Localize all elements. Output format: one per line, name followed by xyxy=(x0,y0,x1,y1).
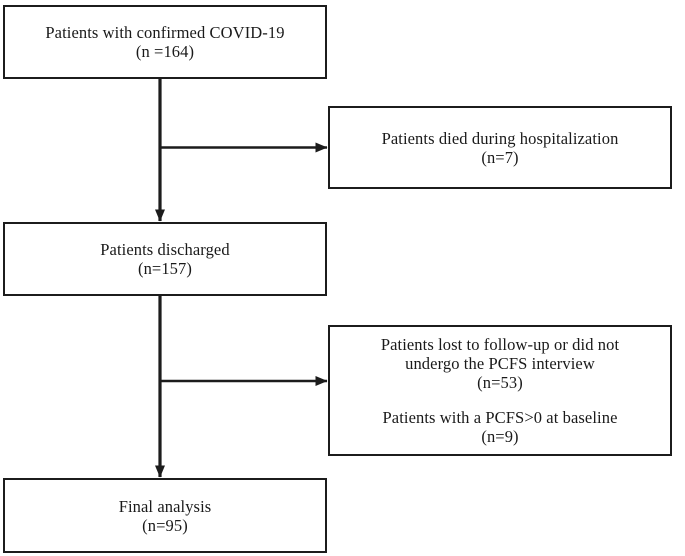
node-died-count: (n=7) xyxy=(481,147,519,167)
node-excluded-followup-count: (n=53) xyxy=(477,373,523,392)
node-final-label: Final analysis xyxy=(118,496,212,516)
node-died-text: Patients died during hospitalization(n=7… xyxy=(382,129,619,167)
node-final-count: (n=95) xyxy=(142,515,188,535)
node-patients-died-hospitalization: Patients died during hospitalization(n=7… xyxy=(328,106,672,189)
node-excluded-baseline-label: Patients with a PCFS>0 at baseline xyxy=(382,408,618,427)
node-excluded-followup-label: Patients lost to follow-up or did not un… xyxy=(380,335,620,373)
node-excluded-followup-text: Patients lost to follow-up or did not un… xyxy=(381,335,619,392)
node-enrolled-text: Patients with confirmed COVID-19(n =164) xyxy=(45,23,284,61)
node-died-label: Patients died during hospitalization xyxy=(381,128,619,148)
node-patients-confirmed-covid19: Patients with confirmed COVID-19(n =164) xyxy=(3,5,327,79)
node-excluded-baseline-text: Patients with a PCFS>0 at baseline(n=9) xyxy=(383,408,618,446)
node-enrolled-label: Patients with confirmed COVID-19 xyxy=(45,23,285,42)
node-final-text: Final analysis(n=95) xyxy=(119,497,212,535)
node-excluded-patients: Patients lost to follow-up or did not un… xyxy=(328,325,672,456)
node-discharged-label: Patients discharged xyxy=(100,240,230,259)
node-excluded-baseline-count: (n=9) xyxy=(481,427,519,446)
node-patients-discharged: Patients discharged(n=157) xyxy=(3,222,327,296)
node-discharged-text: Patients discharged(n=157) xyxy=(100,240,229,278)
node-final-analysis: Final analysis(n=95) xyxy=(3,478,327,553)
node-discharged-count: (n=157) xyxy=(137,259,192,278)
node-enrolled-count: (n =164) xyxy=(135,42,195,61)
